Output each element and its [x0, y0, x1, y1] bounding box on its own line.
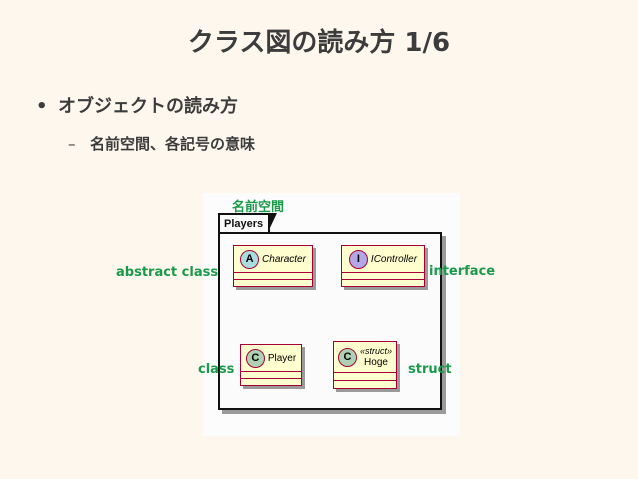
class-box-icontroller: I IController	[341, 245, 425, 287]
class-name-hoge: Hoge	[364, 357, 388, 368]
sub-bullet-text: 名前空間、各記号の意味	[90, 135, 256, 153]
struct-spot-icon: C	[337, 347, 357, 367]
sub-bullet-dash: –	[68, 135, 76, 153]
class-name-icontroller: IController	[370, 253, 418, 265]
bullet-text: オブジェクトの読み方	[58, 96, 238, 117]
stereotype-label: «struct»	[359, 346, 392, 356]
class-name-character: Character	[262, 253, 306, 265]
annotation-namespace: 名前空間	[232, 200, 285, 215]
class-box-character: A Character	[233, 245, 313, 287]
interface-spot-icon: I	[348, 249, 368, 269]
package-tab: Players	[218, 213, 277, 232]
bullet-dot: •	[36, 96, 48, 117]
bullet-item: • オブジェクトの読み方	[36, 92, 238, 118]
annotation-class: class	[198, 362, 235, 377]
class-spot-icon: C	[245, 348, 265, 368]
annotation-abstract-class: abstract class	[116, 265, 219, 280]
class-box-hoge: C «struct» Hoge	[333, 341, 397, 389]
uml-class-diagram: Players A Character I IController C Play…	[203, 193, 460, 436]
class-name-player: Player	[267, 352, 297, 364]
slide-title: クラス図の読み方 1/6	[187, 28, 451, 58]
annotation-interface: interface	[429, 264, 496, 279]
class-box-player: C Player	[240, 344, 302, 386]
abstract-class-spot-icon: A	[240, 249, 260, 269]
annotation-struct: struct	[408, 362, 452, 377]
sub-bullet-item: –名前空間、各記号の意味	[68, 133, 255, 154]
